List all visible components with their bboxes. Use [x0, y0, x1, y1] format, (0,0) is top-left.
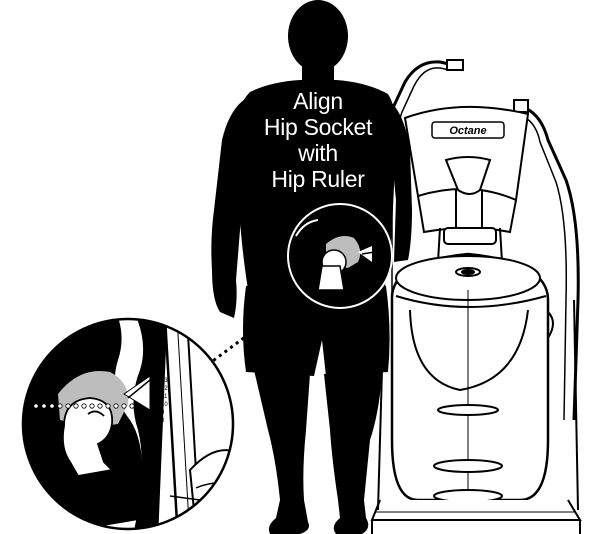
svg-text:Octane: Octane: [449, 125, 486, 137]
instruction-line-1: Align: [258, 88, 378, 114]
right-leg: [324, 370, 382, 534]
instruction-line-4: Hip Ruler: [258, 166, 378, 192]
left-leg: [254, 370, 310, 534]
machine-base: [372, 500, 580, 520]
hip-callout-small: [288, 204, 392, 308]
instruction-line-2: Hip Socket: [258, 114, 378, 140]
ruler-tick-12: 12: [161, 386, 168, 392]
ruler-tick-10: 10: [161, 402, 168, 408]
ruler-tick-11: 11: [161, 394, 168, 400]
ruler-tick-13: 13: [161, 378, 168, 384]
instruction-line-3: with: [258, 140, 378, 166]
hip-callout-large: 13 12 11 10 9 8: [20, 300, 240, 534]
